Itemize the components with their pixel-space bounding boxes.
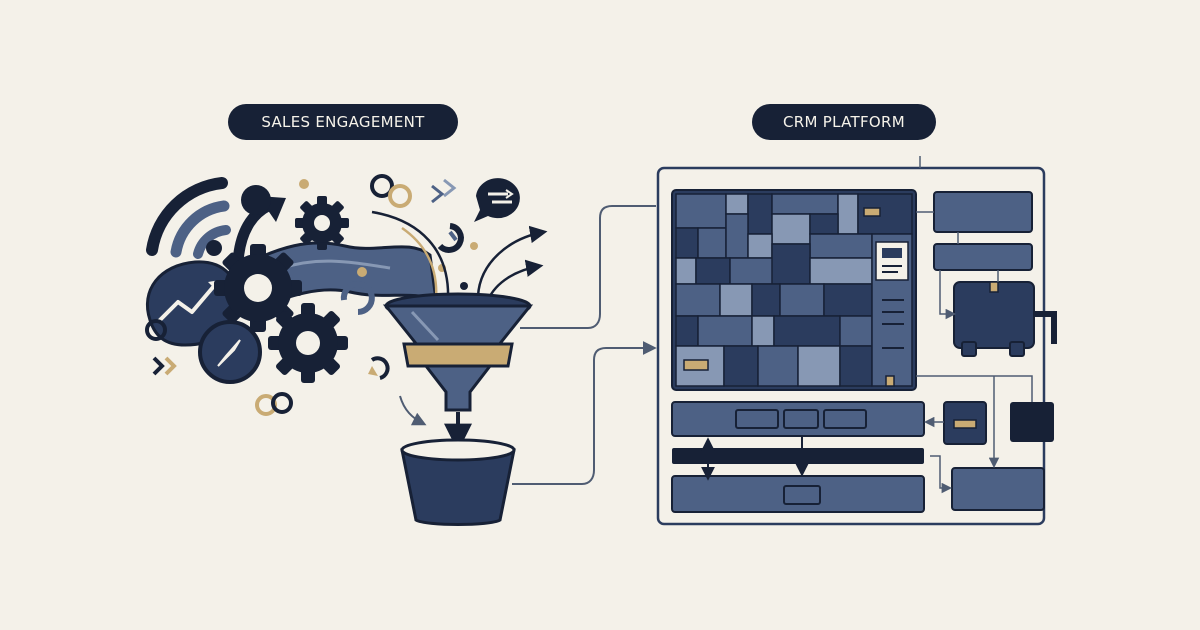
ring-icon — [145, 319, 167, 341]
gear-icon — [268, 303, 348, 383]
module-box — [951, 467, 1045, 511]
chat-bubble-icon — [474, 178, 520, 222]
wifi-signal-icon — [146, 177, 231, 259]
crm-platform-label: CRM PLATFORM — [752, 104, 936, 140]
sales-engagement-cluster — [145, 174, 548, 526]
database-module — [953, 281, 1057, 357]
refresh-icon — [370, 356, 390, 380]
bucket-icon — [400, 438, 516, 526]
data-grid — [671, 189, 917, 391]
sales-engagement-label: SALES ENGAGEMENT — [228, 104, 458, 140]
ring-icon — [370, 174, 412, 208]
pie-icon — [437, 223, 464, 253]
status-bar — [672, 448, 924, 464]
crm-platform-panel — [656, 156, 1057, 526]
module-box — [933, 243, 1033, 271]
compass-icon — [198, 320, 262, 384]
gear-icon — [214, 244, 302, 332]
connector-bucket-to-crm — [512, 341, 657, 485]
dot-icon — [299, 179, 309, 189]
chevron-right-icon — [431, 178, 457, 204]
growth-arrow-icon — [232, 185, 286, 268]
funnel-icon — [382, 292, 534, 412]
connector-funnel-to-crm — [520, 205, 656, 329]
gear-icon — [295, 196, 349, 250]
ring-icon — [255, 392, 293, 416]
module-box — [1010, 402, 1054, 442]
module-box — [933, 191, 1033, 233]
chevron-right-icon — [152, 356, 177, 376]
